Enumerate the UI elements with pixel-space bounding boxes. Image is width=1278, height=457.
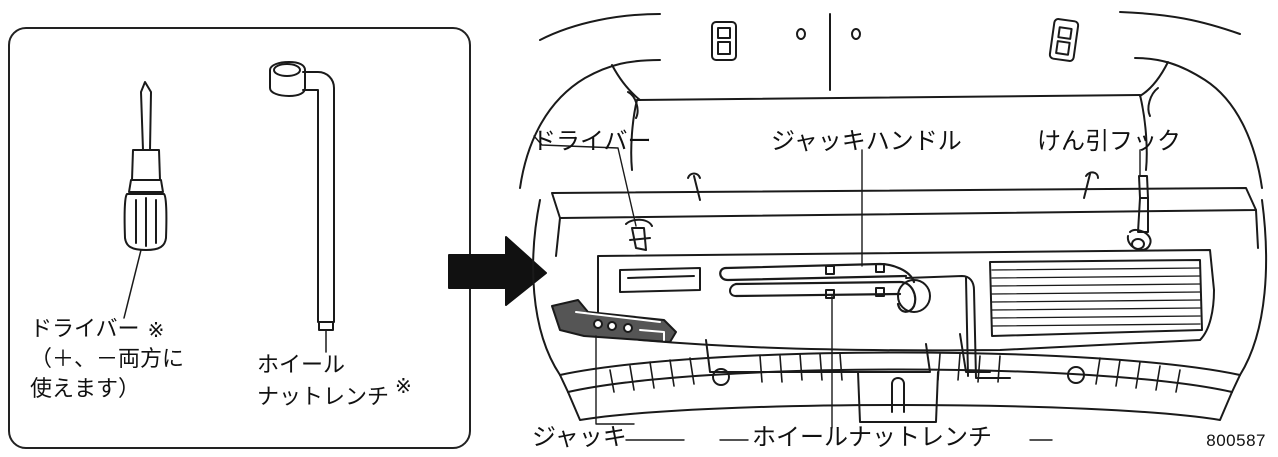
inset-driver-mark: ※ (147, 318, 165, 342)
arrow-right-icon (448, 236, 547, 306)
label-jack-handle: ジャッキハンドル (771, 127, 962, 155)
callout-leaders (533, 135, 1141, 441)
label-tow-hook: けん引フック (1037, 127, 1181, 155)
inset-wrench-label-1: ホイール (257, 353, 346, 378)
inset-driver-note-2: 使えます） (30, 377, 141, 402)
inset-wrench-mark: ※ (395, 374, 412, 398)
vehicle-cargo-area-drawing (519, 11, 1268, 423)
inset-wrench-label-2: ナットレンチ (257, 385, 390, 410)
inset-driver-label: ドライバー (30, 317, 140, 342)
screwdriver-icon (123, 81, 168, 319)
inset-driver-note-1: （＋、－両方に (30, 347, 185, 372)
wheel-nut-wrench-icon (269, 61, 335, 353)
figure-code: 800587 (1206, 431, 1266, 450)
label-driver: ドライバー (532, 127, 652, 155)
label-jack: ジャッキ (532, 423, 627, 451)
label-wheel-nut-wrench: ホイールナットレンチ (752, 423, 992, 451)
tool-inset-panel (8, 27, 471, 449)
